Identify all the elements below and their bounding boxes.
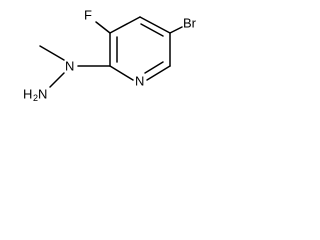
bond-c4-c5-double	[140, 23, 164, 37]
bond-n1-c2	[109, 65, 134, 81]
bond-n-nh2	[49, 72, 65, 88]
bond-c3-f	[95, 21, 111, 34]
atom-bromine: Br	[183, 15, 197, 30]
bond-c5-br	[169, 26, 183, 34]
bond-c4-c5	[139, 16, 171, 34]
bond-c6-n1-double	[144, 61, 164, 74]
atom-ring-nitrogen: N	[135, 73, 144, 88]
bond-c3-c4	[109, 16, 141, 34]
bond-c6-n1	[146, 65, 171, 81]
atom-fluorine: F	[84, 7, 92, 22]
molecule-structure: F Br N N H 2 N	[23, 7, 197, 103]
atom-amine-subscript: 2	[33, 93, 38, 103]
bond-n-methyl	[39, 45, 65, 61]
atom-hydrazine-nitrogen: N	[65, 58, 74, 73]
atom-amine-hydrogen: H	[23, 86, 32, 101]
atom-amine-nitrogen: N	[38, 86, 47, 101]
